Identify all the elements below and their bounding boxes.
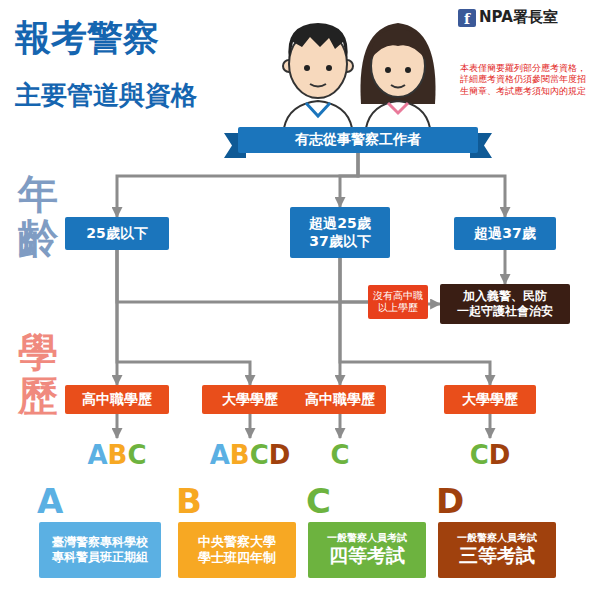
man-collar bbox=[306, 103, 330, 116]
result-arrow bbox=[339, 414, 342, 438]
woman-hair-back bbox=[360, 23, 435, 104]
node-text: 高中職學歷 bbox=[305, 391, 375, 409]
result-letter: B bbox=[230, 440, 250, 470]
result-letter: D bbox=[489, 440, 511, 470]
man-shirt bbox=[284, 101, 352, 128]
channel-box: C一般警察人員考試四等考試 bbox=[308, 522, 426, 578]
result-letter: A bbox=[87, 440, 107, 470]
man-figure bbox=[283, 23, 353, 128]
woman-eye bbox=[385, 67, 391, 73]
node-text: 大學學歷 bbox=[462, 391, 518, 409]
result-letter: B bbox=[108, 440, 128, 470]
man-mouth bbox=[310, 84, 326, 87]
connector bbox=[340, 153, 358, 207]
node-text: 有志從事警察工作者 bbox=[295, 131, 421, 149]
channel-box: D一般警察人員考試三等考試 bbox=[438, 522, 556, 578]
man-hair bbox=[288, 23, 347, 60]
age-box: 超過37歲 bbox=[454, 217, 556, 250]
result-letters: ABCD bbox=[210, 440, 291, 470]
education-box: 大學學歷 bbox=[202, 385, 298, 414]
education-box: 高中職學歷 bbox=[65, 385, 169, 414]
connector bbox=[340, 258, 368, 302]
woman-shirt bbox=[366, 101, 430, 128]
channel-letter: D bbox=[436, 483, 464, 519]
man-eye bbox=[326, 65, 332, 71]
axis-label: 年齡 bbox=[18, 172, 58, 260]
node-text: 大學學歷 bbox=[222, 391, 278, 409]
node-text: 高中職學歷 bbox=[82, 391, 152, 409]
title: 報考警察 bbox=[15, 16, 159, 60]
node-text: 25歲以下 bbox=[86, 225, 147, 243]
result-arrow bbox=[116, 414, 119, 438]
woman-figure bbox=[360, 23, 435, 128]
result-letter: C bbox=[470, 440, 489, 470]
node-text: 加入義警、民防 一起守護社會治安 bbox=[457, 289, 553, 319]
channel-letter: A bbox=[37, 483, 63, 519]
result-letters: CD bbox=[470, 440, 511, 470]
page-name: NPA署長室 bbox=[479, 8, 558, 27]
education-box: 高中職學歷 bbox=[294, 385, 386, 414]
connector bbox=[504, 250, 507, 284]
age-box: 超過25歲 37歲以下 bbox=[290, 207, 390, 258]
result-arrows bbox=[117, 414, 490, 438]
channel-box: A臺灣警察專科學校 專科警員班正期組 bbox=[39, 522, 161, 578]
node-text: 沒有高中職 以上學歷 bbox=[373, 290, 423, 315]
facebook-logo: f bbox=[458, 9, 476, 27]
channel-letter: B bbox=[176, 483, 202, 519]
result-letter: C bbox=[250, 440, 269, 470]
woman-bangs bbox=[370, 29, 426, 60]
node-text: 臺灣警察專科學校 專科警員班正期組 bbox=[52, 535, 148, 565]
note: 本表僅簡要羅列部分應考資格， 詳細應考資格仍須參閱當年度招 生簡章、考試應考須知… bbox=[460, 63, 586, 97]
woman-mouth bbox=[391, 85, 405, 88]
node-text: 四等考試 bbox=[329, 544, 405, 568]
node-text: 超過37歲 bbox=[474, 225, 535, 243]
node-text: 一般警察人員考試 bbox=[327, 532, 407, 545]
node-text: 超過25歲 37歲以下 bbox=[309, 215, 370, 250]
result-letter: D bbox=[269, 440, 291, 470]
node-text: 一般警察人員考試 bbox=[457, 532, 537, 545]
ribbon-banner: 有志從事警察工作者 bbox=[238, 127, 478, 153]
age-box: 25歲以下 bbox=[65, 217, 169, 250]
connector bbox=[428, 303, 440, 306]
channel-letter: C bbox=[306, 483, 331, 519]
result-letter: C bbox=[127, 440, 146, 470]
channel-box: B中央警察大學 學士班四年制 bbox=[178, 522, 296, 578]
woman-eye bbox=[405, 67, 411, 73]
axis-label: 學歷 bbox=[18, 330, 58, 418]
result-letter: A bbox=[210, 440, 230, 470]
woman-collar bbox=[388, 103, 408, 113]
result-arrow bbox=[489, 414, 492, 438]
condition-box: 沒有高中職 以上學歷 bbox=[368, 285, 428, 319]
connector bbox=[117, 250, 250, 385]
result-letter: C bbox=[330, 440, 349, 470]
result-arrow bbox=[249, 414, 252, 438]
result-letters: ABC bbox=[87, 440, 146, 470]
man-eye bbox=[304, 65, 310, 71]
node-text: 中央警察大學 學士班四年制 bbox=[198, 534, 276, 567]
node-text: 三等考試 bbox=[459, 544, 535, 568]
education-box: 大學學歷 bbox=[444, 385, 536, 414]
subtitle: 主要管道與資格 bbox=[15, 78, 197, 113]
result-letters: C bbox=[330, 440, 349, 470]
outcome-box: 加入義警、民防 一起守護社會治安 bbox=[440, 284, 570, 324]
